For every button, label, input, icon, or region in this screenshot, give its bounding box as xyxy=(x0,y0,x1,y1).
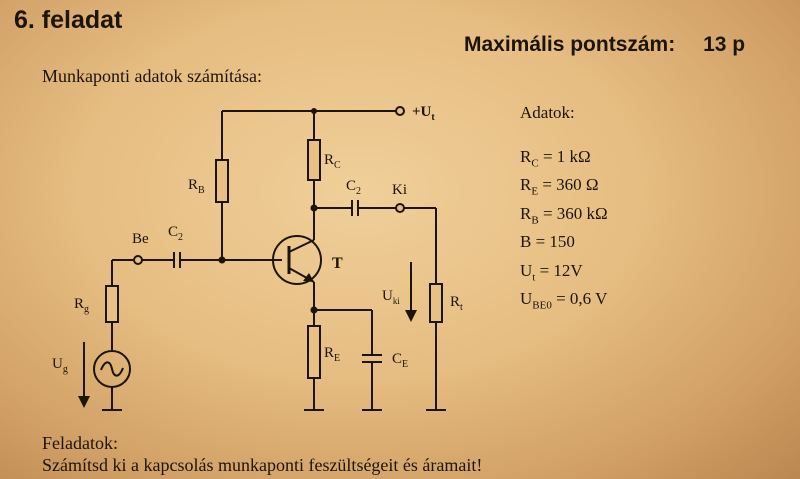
transistor xyxy=(272,235,322,285)
label-ki: Ki xyxy=(392,182,407,198)
subtitle: Munkaponti adatok számítása: xyxy=(42,66,262,86)
label-c2-top: C2 xyxy=(346,178,361,197)
supply-terminal xyxy=(395,106,405,116)
label-transistor: T xyxy=(332,255,343,272)
input-terminal xyxy=(133,255,143,265)
max-score: Maximális pontszám: 13 p xyxy=(464,33,745,57)
label-rc: RC xyxy=(324,152,341,171)
data-row-rc: RC = 1 kΩ xyxy=(520,147,591,170)
task-title: 6. feladat xyxy=(14,6,123,34)
data-row-re: RE = 360 Ω xyxy=(520,175,599,198)
tasks-text: Számítsd ki a kapcsolás munkaponti feszü… xyxy=(42,455,483,475)
junction-emitter xyxy=(310,306,318,314)
ug-arrowhead xyxy=(78,396,90,408)
resistor-re xyxy=(307,325,321,379)
data-row-rb: RB = 360 kΩ xyxy=(520,203,608,227)
supply-label: +Ut xyxy=(412,104,435,123)
resistor-rc xyxy=(307,139,321,181)
emitter-arrowhead xyxy=(303,273,314,282)
data-panel-heading: Adatok: xyxy=(520,103,575,122)
uki-arrowhead xyxy=(405,310,417,322)
max-score-label: Maximális pontszám: xyxy=(464,33,676,56)
max-score-value: 13 p xyxy=(703,33,746,56)
label-be: Be xyxy=(132,231,149,247)
resistor-rg xyxy=(105,285,119,323)
data-row-ube0: UBE0 = 0,6 V xyxy=(520,288,608,312)
junction-rb-top xyxy=(311,108,317,114)
tasks-heading: Feladatok: xyxy=(42,433,118,453)
label-c2-left: C2 xyxy=(168,224,183,243)
data-panel: Adatok: RC = 1 kΩ RE = 360 Ω RB = 360 kΩ… xyxy=(520,102,608,316)
junction-base xyxy=(218,256,226,264)
label-rg: Rg xyxy=(74,296,89,315)
resistor-rb xyxy=(215,159,229,203)
label-rt: Rt xyxy=(450,294,463,313)
output-terminal xyxy=(395,203,405,213)
label-re: RE xyxy=(324,345,340,364)
label-ce: CE xyxy=(392,351,408,370)
junction-collector xyxy=(310,204,318,212)
data-row-ut: Ut = 12V xyxy=(520,260,583,283)
label-uki: Uki xyxy=(382,288,400,306)
resistor-rt xyxy=(429,283,443,323)
label-ug: Ug xyxy=(52,356,68,375)
data-row-b: B = 150 xyxy=(520,232,575,252)
label-rb: RB xyxy=(188,177,205,196)
